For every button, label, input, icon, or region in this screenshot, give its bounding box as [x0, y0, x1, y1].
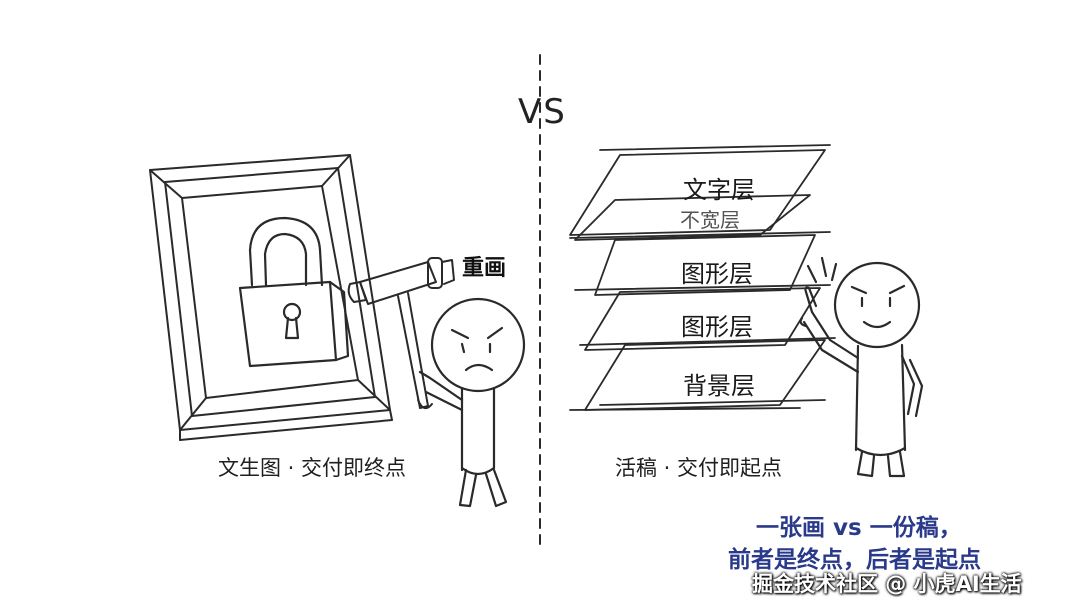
layer-stack	[569, 144, 836, 411]
left-caption: 文生图 · 交付即终点	[218, 456, 407, 480]
padlock-icon	[238, 216, 350, 368]
layer-label-text: 文字层	[683, 176, 755, 204]
summary-line-2: 前者是终点，后者是起点	[728, 547, 981, 573]
layer-label-background: 背景层	[683, 372, 755, 400]
layer-label-graphic-2: 图形层	[681, 313, 753, 341]
redraw-sound-effect: 重画	[462, 255, 507, 281]
watermark: 掘金技术社区 @ 小虎AI生活	[752, 572, 1022, 596]
layer-label-graphic-1: 图形层	[681, 260, 753, 288]
locked-frame	[149, 154, 393, 441]
summary-line-1: 一张画 vs 一份稿，	[756, 515, 962, 541]
layer-label-obscured: 不宽层	[680, 208, 740, 232]
angry-figure	[418, 297, 526, 508]
layer-sheet-1	[569, 149, 826, 236]
layer-sheet-5	[584, 339, 826, 411]
layer-sheet-3	[594, 234, 816, 296]
happy-figure	[799, 256, 924, 478]
vs-label: VS	[518, 92, 567, 132]
layer-sheet-2	[574, 194, 811, 241]
hammer-icon	[347, 257, 455, 410]
layer-sheet-4	[584, 287, 821, 351]
right-caption: 活稿 · 交付即起点	[615, 456, 783, 480]
